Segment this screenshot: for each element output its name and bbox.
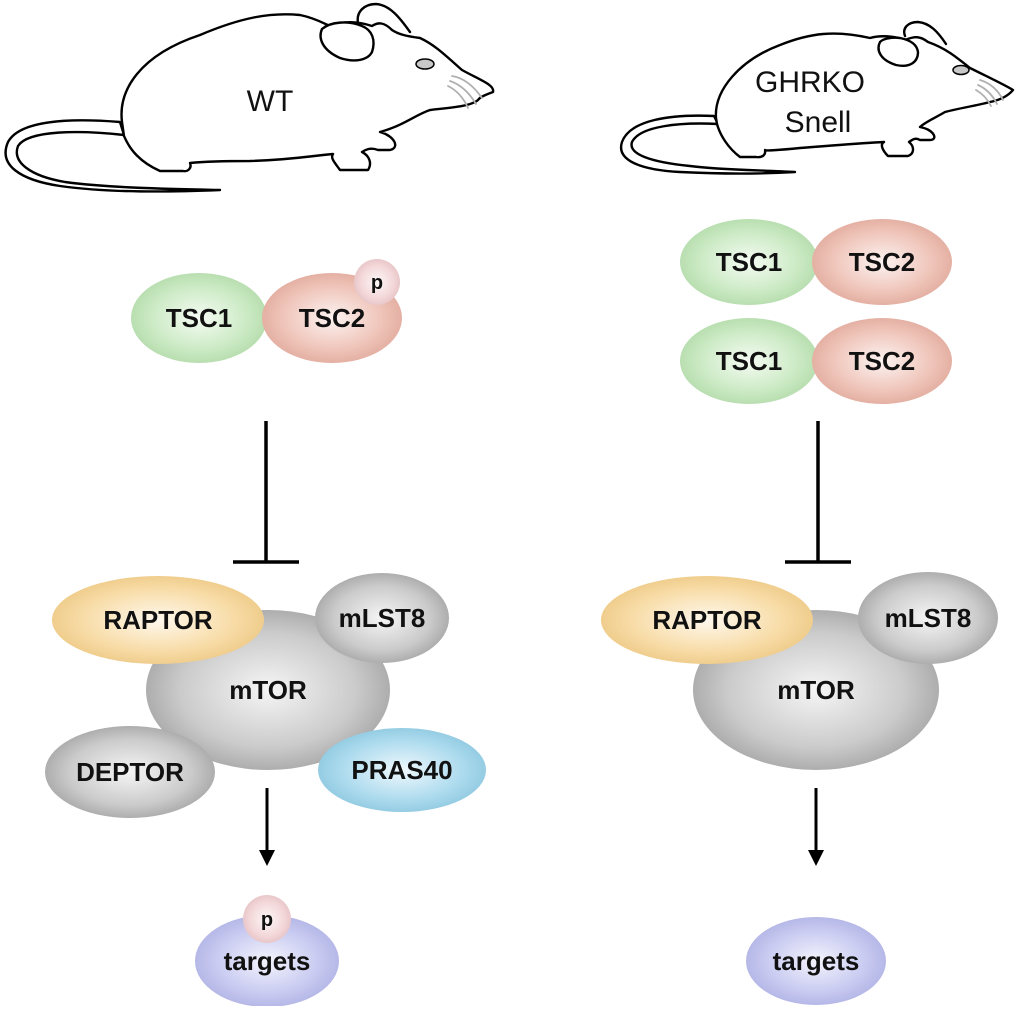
wt-tsc1-shape <box>131 273 267 363</box>
ghrko-tsc1-2-label: TSC1 <box>716 346 782 376</box>
wt-tsc2-label: TSC2 <box>299 303 365 333</box>
wt-mouse-whiskers <box>447 75 483 109</box>
ghrko-mouse-tail <box>619 114 797 175</box>
wt-targets-phospho: p <box>243 895 291 943</box>
wt-activation-arrow-head <box>259 850 275 866</box>
ghrko-tsc2-1-shape <box>812 219 952 305</box>
wt-activation-arrow <box>259 788 275 866</box>
ghrko-mouse-ear-back <box>903 20 948 46</box>
ghrko-tsc1-2: TSC1 <box>680 318 818 404</box>
wt-mouse-eye <box>415 58 435 70</box>
wt-pras40-label: PRAS40 <box>351 755 452 785</box>
ghrko-mlst8: mLST8 <box>858 572 998 664</box>
ghrko-mtor-label: mTOR <box>777 675 855 705</box>
wt-deptor-label: DEPTOR <box>76 757 184 787</box>
wt-raptor-label: RAPTOR <box>103 605 213 635</box>
wt-mlst8-label: mLST8 <box>339 603 426 633</box>
wt-deptor-shape <box>45 726 215 818</box>
wt-targets-phospho-label: p <box>261 909 273 931</box>
ghrko-mouse-icon <box>619 20 1015 175</box>
ghrko-targets: targets <box>746 917 886 1005</box>
ghrko-mouse-whiskers <box>975 79 1004 107</box>
ghrko-inhibition-arrow <box>785 421 851 564</box>
ghrko-tsc2-1-label: TSC2 <box>849 247 915 277</box>
ghrko-mouse-eye <box>952 64 970 76</box>
ghrko-tsc1-2-shape <box>680 318 818 404</box>
ghrko-activation-arrow-head <box>808 850 824 866</box>
wt-targets: targets <box>195 915 339 1007</box>
wt-raptor: RAPTOR <box>52 576 264 664</box>
ghrko-mouse-label-line1: GHRKO <box>755 66 865 99</box>
wt-mouse-label: WT <box>247 85 294 118</box>
ghrko-raptor: RAPTOR <box>601 576 813 664</box>
ghrko-mlst8-label: mLST8 <box>885 603 972 633</box>
ghrko-raptor-shape <box>601 576 813 664</box>
ghrko-mlst8-shape <box>858 572 998 664</box>
ghrko-tsc1-1-shape <box>680 219 818 305</box>
ghrko-targets-label: targets <box>773 946 860 976</box>
wt-targets-label: targets <box>224 946 311 976</box>
wt-pras40-shape <box>318 728 486 812</box>
wt-deptor: DEPTOR <box>45 726 215 818</box>
wt-tsc2-phospho: p <box>354 259 400 305</box>
wt-pras40: PRAS40 <box>318 728 486 812</box>
ghrko-activation-arrow <box>808 788 824 866</box>
ghrko-targets-shape <box>746 917 886 1005</box>
wt-mlst8-shape <box>315 573 449 663</box>
ghrko-tsc2-2-label: TSC2 <box>849 346 915 376</box>
wt-tsc2-phospho-shape <box>354 259 400 305</box>
wt-tsc2-phospho-label: p <box>371 272 383 294</box>
wt-mouse-ear <box>319 21 375 62</box>
ghrko-tsc2-2: TSC2 <box>812 318 952 404</box>
ghrko-mouse-ear <box>877 36 920 67</box>
wt-mouse-icon <box>4 2 495 193</box>
ghrko-tsc1-1-label: TSC1 <box>716 247 782 277</box>
wt-mouse-body <box>120 13 495 173</box>
wt-tsc1: TSC1 <box>131 273 267 363</box>
wt-mtor-label: mTOR <box>229 675 307 705</box>
wt-mouse-tail <box>4 119 222 193</box>
wt-mouse-ear-back <box>356 2 412 34</box>
wt-inhibition-arrow <box>233 421 299 564</box>
wt-tsc1-label: TSC1 <box>166 303 232 333</box>
wt-raptor-shape <box>52 576 264 664</box>
ghrko-mouse-body <box>714 32 1015 159</box>
wt-targets-phospho-shape <box>243 895 291 943</box>
ghrko-tsc2-1: TSC2 <box>812 219 952 305</box>
ghrko-raptor-label: RAPTOR <box>652 605 762 635</box>
wt-targets-shape <box>195 915 339 1007</box>
ghrko-tsc1-1: TSC1 <box>680 219 818 305</box>
wt-mlst8: mLST8 <box>315 573 449 663</box>
ghrko-mouse-label-line2: Snell <box>785 106 852 139</box>
ghrko-tsc2-2-shape <box>812 318 952 404</box>
